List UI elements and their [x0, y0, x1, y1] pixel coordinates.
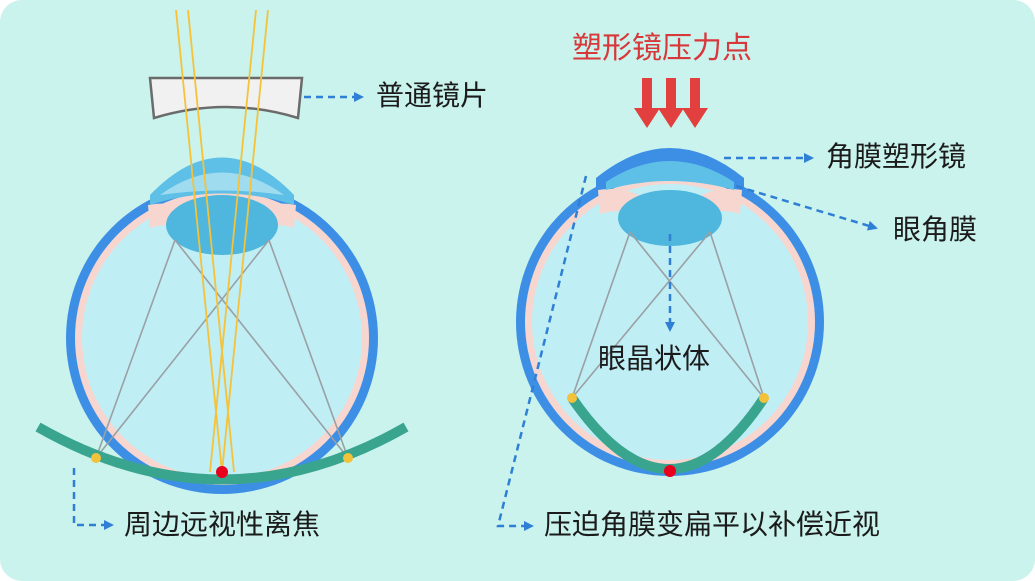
- left-grey-rays: [95, 239, 349, 459]
- left-vitreous: [82, 198, 362, 478]
- right-cornea: [606, 161, 734, 190]
- right-crystalline-lens: [618, 190, 722, 246]
- left-light-rays: [175, 9, 269, 473]
- label-pressure-points: 塑形镜压力点: [572, 31, 752, 66]
- pointer-peripheral-defocus: [72, 468, 114, 530]
- left-retina-arc: [35, 422, 409, 485]
- label-ordinary-lens: 普通镜片: [376, 79, 489, 112]
- pointer-cornea: [735, 184, 878, 231]
- label-ortho-k-lens: 角膜塑形镜: [826, 140, 967, 173]
- pressure-arrows: [634, 78, 708, 128]
- pointer-flatten: [496, 175, 588, 531]
- left-peripheral-point-r: [343, 453, 353, 463]
- left-crystalline-lens: [166, 195, 278, 255]
- right-eye: [516, 78, 824, 477]
- left-focus-point: [216, 466, 228, 478]
- label-peripheral-defocus: 周边远视性离焦: [124, 508, 321, 541]
- right-focus-point: [664, 465, 676, 477]
- label-crystalline-lens: 眼晶状体: [598, 342, 711, 375]
- label-cornea: 眼角膜: [893, 213, 978, 246]
- pointer-arrows: [72, 92, 878, 531]
- right-peripheral-point-r: [759, 393, 769, 403]
- left-peripheral-point-l: [91, 453, 101, 463]
- right-grey-rays: [571, 231, 765, 399]
- label-flatten-compensate: 压迫角膜变扁平以补偿近视: [544, 508, 881, 541]
- right-peripheral-point-l: [567, 393, 577, 403]
- left-eye: [35, 9, 409, 494]
- left-anterior-chamber: [160, 172, 284, 195]
- ordinary-lens-shape: [148, 76, 304, 120]
